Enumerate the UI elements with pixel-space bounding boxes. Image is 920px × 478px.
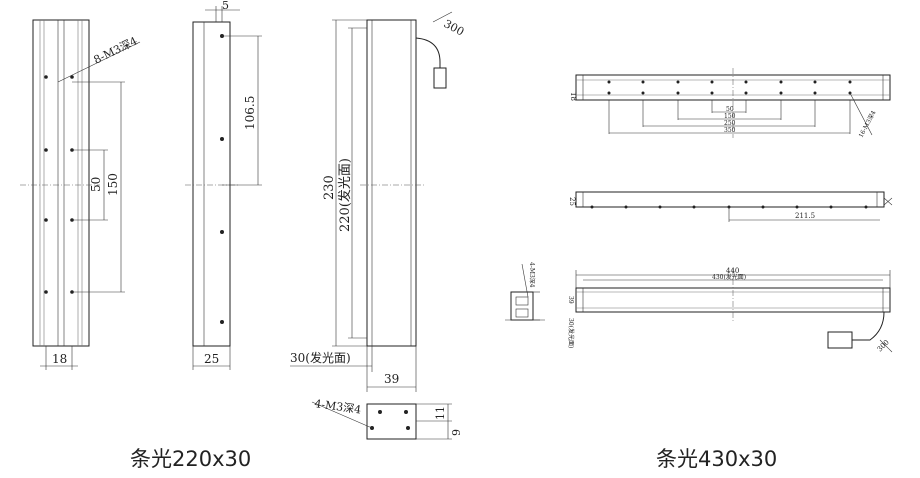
dim-width-side: 25 — [204, 352, 219, 366]
right-bottom-view: 440 430(发光面) 39 30(发光面) 300 4-M3深4 — [505, 262, 893, 353]
dim-50: 50 — [726, 106, 734, 113]
right-caption: 条光430x30 — [656, 447, 777, 471]
mount-holes — [44, 75, 74, 294]
dim-total: 230 — [322, 175, 337, 200]
dim-pitch-large: 150 — [106, 173, 120, 196]
dim-side-mid: 25 — [568, 197, 576, 206]
dim-emit-h: 30(发光面) — [567, 318, 575, 348]
mid-holes — [590, 205, 868, 209]
dim-a: 11 — [434, 406, 447, 420]
endcap-note: 4-M3深4 — [314, 397, 362, 416]
hole-note: 8-M3深4 — [92, 34, 140, 66]
cable-bottom: 300 — [876, 338, 891, 353]
left-side-view: 5 106.5 25 — [185, 0, 262, 370]
right-mid-view: 25 211.5 — [568, 191, 893, 222]
dim-hole: 106.5 — [243, 96, 257, 130]
dim-total-bottom: 440 — [726, 267, 739, 275]
dim-top: 5 — [222, 0, 229, 12]
dim-emit-w: 30(发光面) — [290, 350, 351, 365]
dim-side-top: 18 — [569, 92, 577, 101]
dim-emit: 220(发光面) — [337, 158, 353, 232]
left-front-view: 8-M3深4 50 150 18 — [20, 19, 141, 370]
endcap-note-right: 4-M3深4 — [528, 262, 536, 288]
dim-width: 18 — [52, 352, 67, 366]
dim-b: 9 — [450, 429, 463, 436]
dim-span: 211.5 — [795, 212, 815, 220]
left-endcap-view: 4-M3深4 11 9 — [311, 397, 463, 440]
dim-pitch-small: 50 — [89, 177, 103, 192]
right-top-view: 18 50 150 250 350 16-M3深4 — [569, 68, 891, 139]
dim-w: 39 — [384, 372, 399, 386]
dim-left: 39 — [567, 296, 574, 304]
dim-350: 350 — [724, 127, 736, 134]
left-profile-view: 300 230 220(发光面) 30(发光面) 39 — [290, 11, 467, 392]
dim-250: 250 — [724, 120, 736, 127]
dim-emit-bottom: 430(发光面) — [712, 273, 746, 281]
left-caption: 条光220x30 — [130, 447, 251, 471]
top-holes — [607, 80, 852, 95]
dim-150: 150 — [724, 113, 736, 120]
cable-len: 300 — [442, 17, 467, 38]
top-hole-note: 16-M3深4 — [857, 109, 878, 139]
